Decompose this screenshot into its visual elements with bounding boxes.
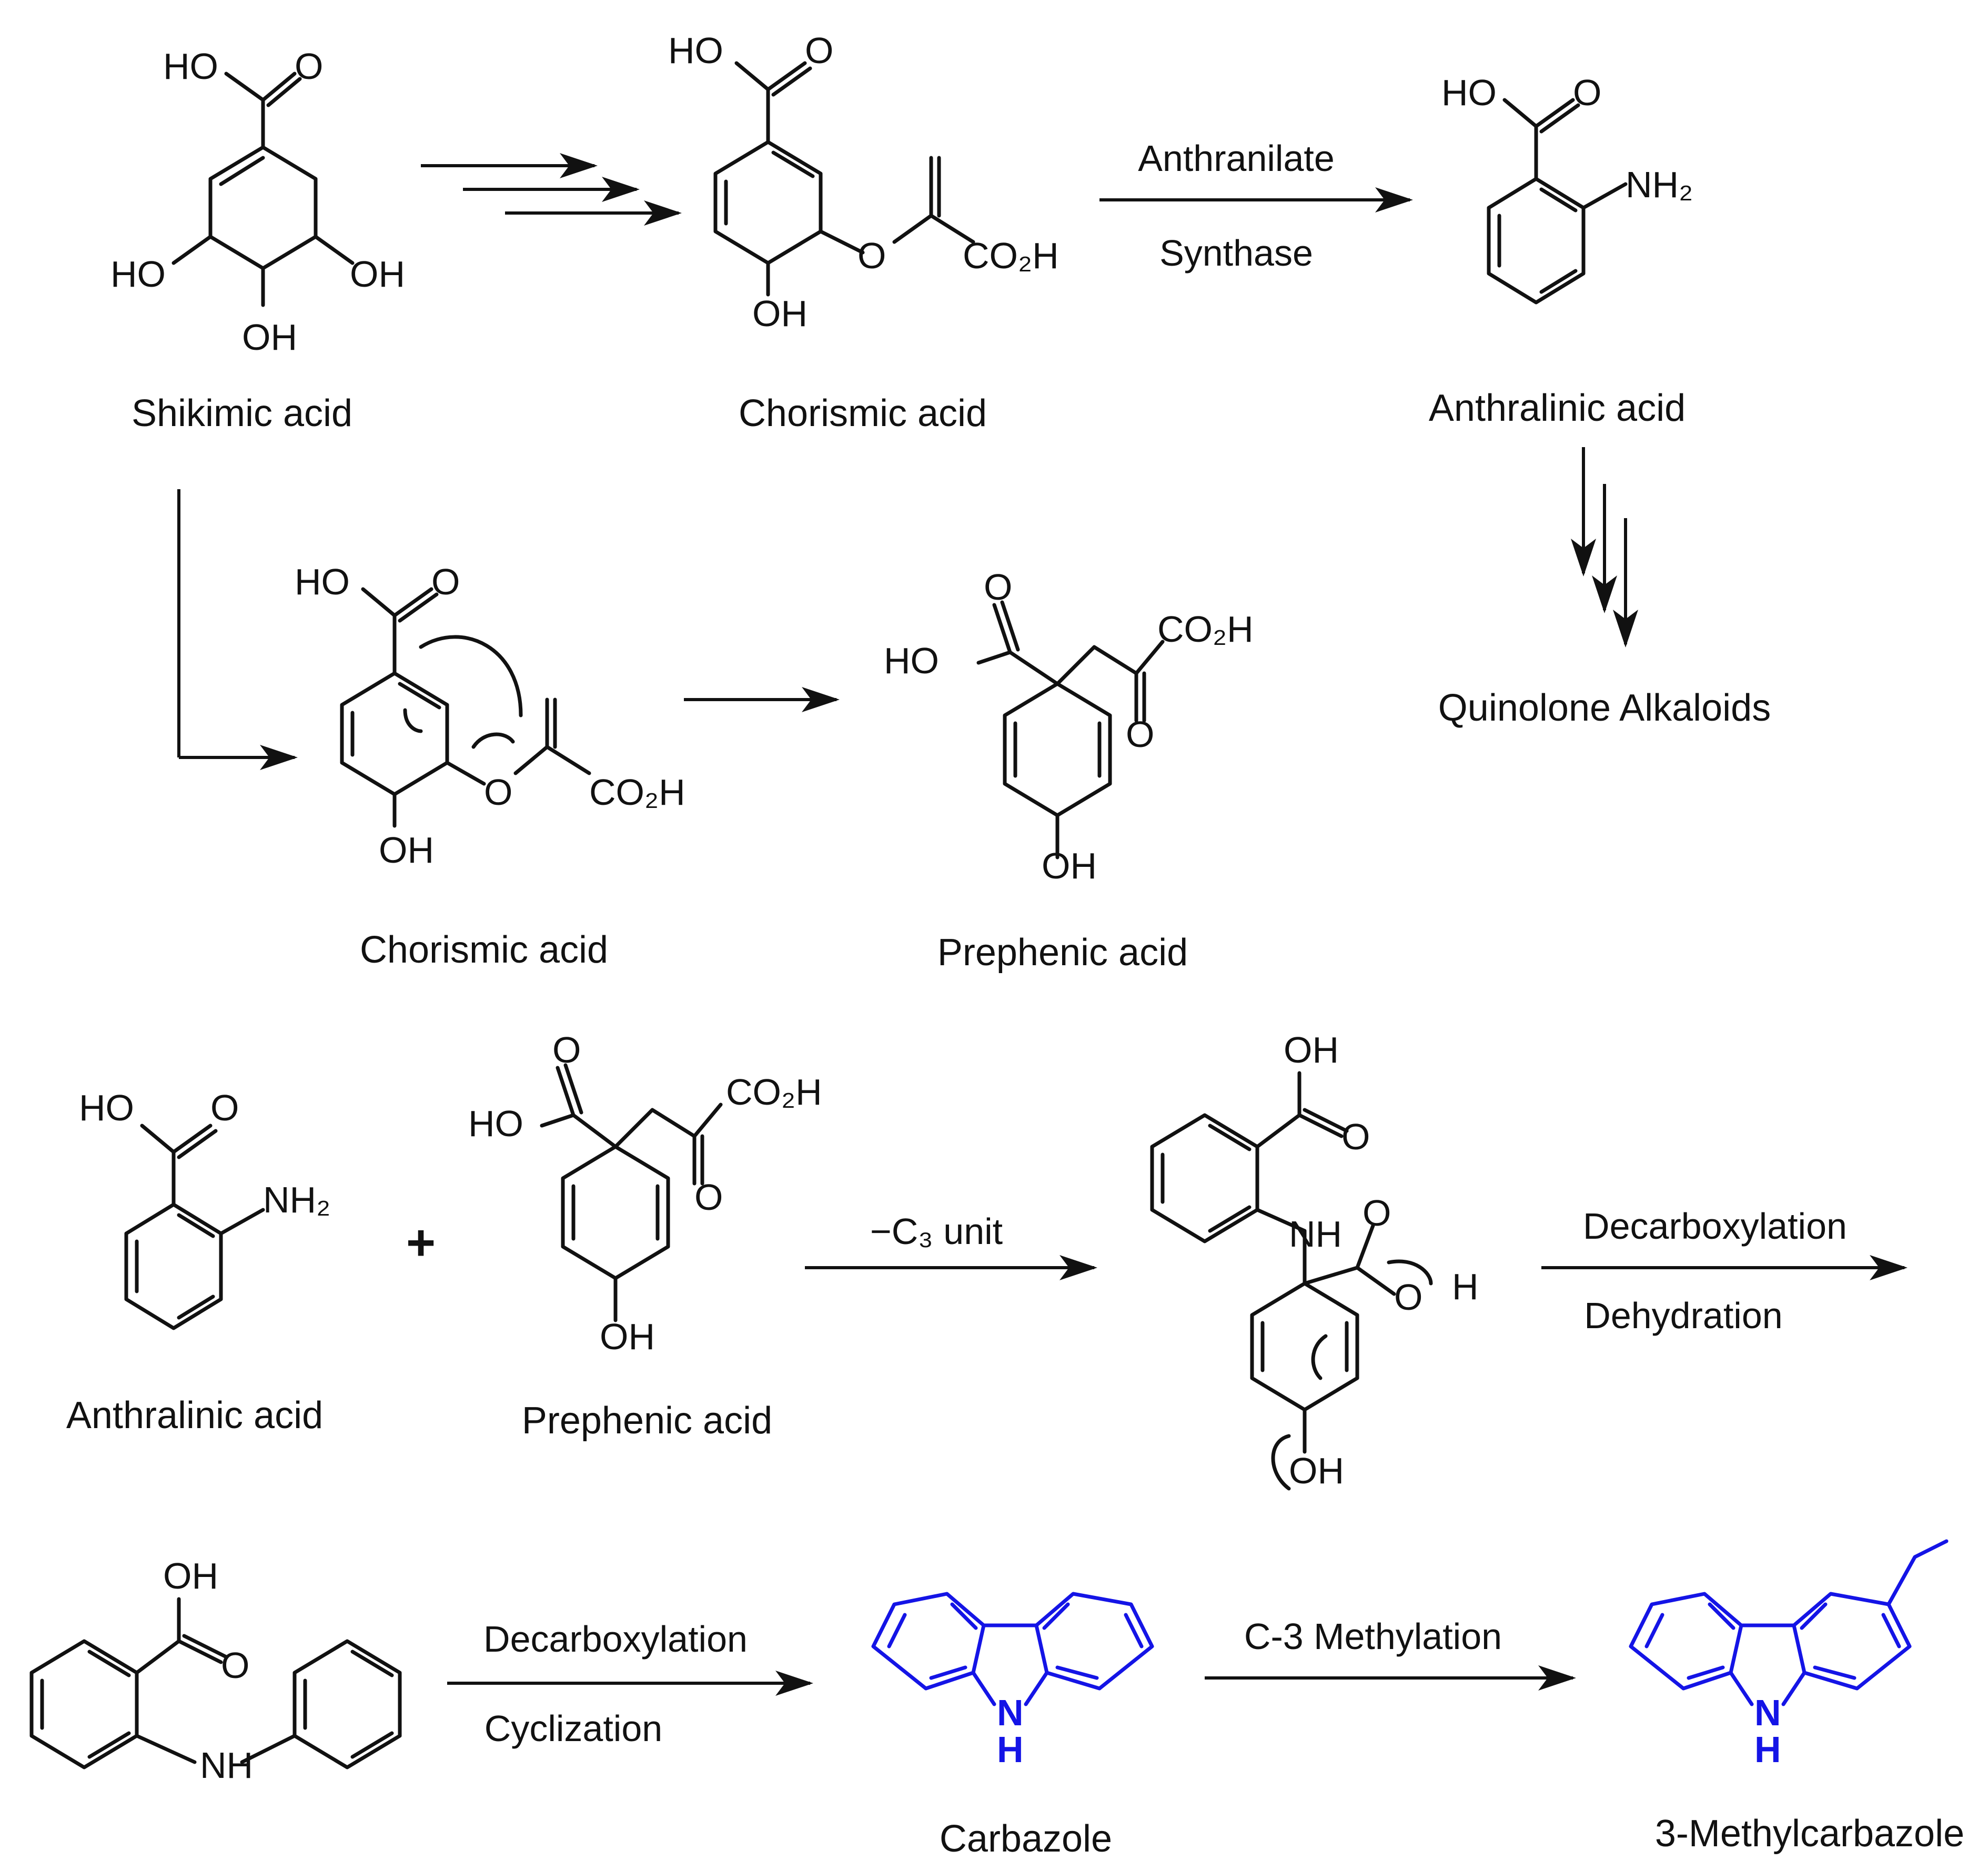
reagent-decarboxylation-1: Decarboxylation <box>1583 1206 1847 1247</box>
atom-label: O <box>805 30 833 71</box>
atom-label: HO <box>163 46 218 87</box>
atom-label: O <box>1126 714 1154 755</box>
atom-label: CO₂H <box>589 772 685 813</box>
atom-label: HO <box>1441 72 1497 113</box>
reagent-anthranilate: Anthranilate <box>1138 138 1335 179</box>
atom-label: NH <box>200 1745 253 1786</box>
chorismic-acid-structure-top: HO O O CO₂H OH <box>668 30 1059 334</box>
atom-label: OH <box>752 293 808 334</box>
atom-label: CO₂H <box>726 1071 822 1113</box>
plus-sign: + <box>406 1215 436 1271</box>
atom-label: OH <box>242 317 297 358</box>
prephenic-acid-structure-middle: HO O CO₂H O OH <box>884 567 1254 886</box>
multistep-down-arrow <box>1571 447 1638 648</box>
atom-label: OH <box>600 1316 655 1357</box>
multistep-arrow <box>421 153 682 226</box>
reagent-c3-unit: −C₃ unit <box>870 1211 1003 1252</box>
reagent-cyclization: Cyclization <box>485 1708 662 1749</box>
compound-label-quinolone: Quinolone Alkaloids <box>1438 687 1771 729</box>
atom-label: CO₂H <box>963 235 1059 276</box>
atom-label: O <box>1573 72 1601 113</box>
anthralinic-acid-structure-row3: HO O NH₂ <box>79 1087 330 1330</box>
atom-label: H <box>1754 1729 1781 1770</box>
intermediate-structure: OH O NH O O H OH <box>1150 1029 1479 1491</box>
atom-label: N <box>1754 1692 1781 1733</box>
compound-label-carbazole: Carbazole <box>940 1818 1112 1860</box>
atom-label: O <box>210 1087 239 1128</box>
atom-label: CO₂H <box>1157 609 1254 650</box>
atom-label: NH₂ <box>263 1179 330 1220</box>
atom-label: O <box>694 1177 723 1218</box>
atom-label: OH <box>379 830 434 871</box>
shikimic-acid-structure: HO O HO OH OH <box>110 46 405 358</box>
atom-label: O <box>984 567 1012 608</box>
atom-label: HO <box>295 561 350 602</box>
atom-label: O <box>552 1029 581 1070</box>
atom-label: NH₂ <box>1626 164 1693 205</box>
reagent-dehydration: Dehydration <box>1584 1295 1782 1336</box>
compound-label-anthralinic-row3: Anthralinic acid <box>66 1394 323 1437</box>
atom-label: HO <box>79 1087 134 1128</box>
reagent-decarboxylation-2: Decarboxylation <box>483 1619 748 1660</box>
atom-label: N <box>997 1692 1024 1733</box>
atom-label: OH <box>163 1555 218 1596</box>
atom-label: O <box>431 561 460 602</box>
compound-label-anthralinic-top: Anthralinic acid <box>1429 387 1686 429</box>
atom-label: OH <box>1289 1450 1344 1491</box>
anthralinic-acid-structure-top: HO O NH₂ <box>1441 72 1693 305</box>
atom-label: NH <box>1289 1213 1342 1255</box>
diarylamine-acid-structure: OH O NH <box>29 1555 402 1786</box>
atom-label: O <box>221 1645 249 1686</box>
atom-label: O <box>1341 1116 1370 1157</box>
atom-label: O <box>857 235 886 276</box>
atom-label: HO <box>468 1103 523 1144</box>
compound-label-prephenic-middle: Prephenic acid <box>937 932 1188 974</box>
compound-label-prephenic-row3: Prephenic acid <box>522 1400 772 1442</box>
prephenic-acid-structure-row3: HO O CO₂H O OH <box>468 1029 822 1357</box>
methylcarbazole-structure: N H <box>1629 1539 1949 1770</box>
atom-label: O <box>1363 1192 1391 1233</box>
reagent-methylation: C-3 Methylation <box>1244 1616 1502 1657</box>
compound-label-methylcarbazole: 3-Methylcarbazole <box>1655 1813 1964 1855</box>
atom-label: O <box>1394 1277 1422 1318</box>
reagent-synthase: Synthase <box>1159 232 1313 274</box>
atom-label: H <box>997 1729 1024 1770</box>
compound-label-chorismic-middle: Chorismic acid <box>360 929 608 971</box>
compound-label-chorismic-top: Chorismic acid <box>739 392 987 434</box>
chorismic-acid-structure-middle: HO O O CO₂H OH <box>295 561 685 871</box>
atom-label: O <box>484 772 512 813</box>
compound-label-shikimic: Shikimic acid <box>132 392 352 434</box>
atom-label: OH <box>1284 1029 1339 1070</box>
atom-label: OH <box>350 254 405 295</box>
carbazole-structure: N H <box>871 1592 1154 1770</box>
atom-label: HO <box>110 254 166 295</box>
atom-label: H <box>1452 1266 1479 1307</box>
atom-label: HO <box>884 640 939 681</box>
atom-label: OH <box>1042 845 1097 886</box>
atom-label: O <box>295 46 323 87</box>
atom-label: HO <box>668 30 723 71</box>
